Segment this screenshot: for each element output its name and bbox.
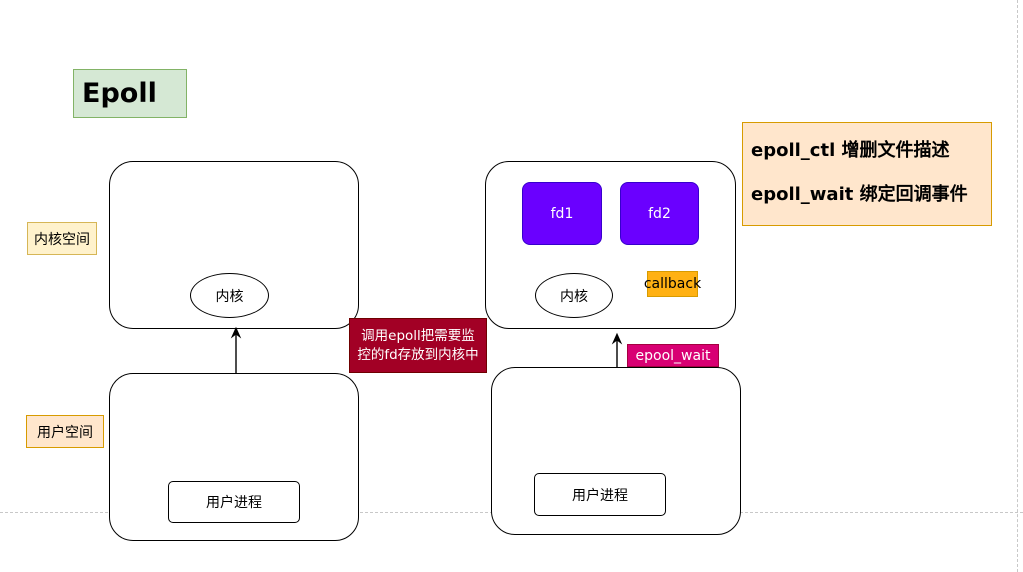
epoll-note-line-1: 调用epoll把需要监 [361,327,475,344]
epoll-ctl-note: epoll_ctl 增删文件描述 [751,140,950,161]
page-guide-vertical [1017,0,1018,572]
left-up-arrow [230,326,242,373]
kernel-space-label: 内核空间 [27,222,97,255]
fd1-box: fd1 [522,182,602,245]
epoll-note-line-2: 控的fd存放到内核中 [357,346,479,363]
right-kernel-node: 内核 [535,273,613,318]
right-user-process: 用户进程 [534,473,666,516]
right-up-arrow [611,332,623,367]
epoll-wait-note: epoll_wait 绑定回调事件 [751,184,968,205]
user-space-label: 用户空间 [26,415,104,448]
epool-wait-label: epool_wait [627,344,719,367]
left-user-process: 用户进程 [168,481,300,523]
fd2-box: fd2 [620,182,699,245]
api-notes-box: epoll_ctl 增删文件描述 epoll_wait 绑定回调事件 [742,122,992,226]
diagram-title: Epoll [73,69,187,118]
epoll-note: 调用epoll把需要监 控的fd存放到内核中 [349,318,487,373]
callback-box: callback [644,271,701,297]
left-kernel-node: 内核 [190,273,269,318]
